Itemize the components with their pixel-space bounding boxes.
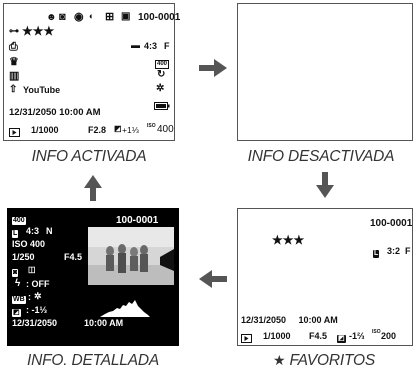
metering-icon: ◙ bbox=[12, 268, 19, 277]
rating-stars: ★★★ bbox=[22, 24, 55, 38]
info-off-screen bbox=[237, 3, 413, 141]
aperture: F2.8 bbox=[88, 125, 107, 135]
aperture: F4.5 bbox=[64, 252, 83, 262]
photo-thumbnail bbox=[88, 227, 174, 285]
wb-value: : bbox=[28, 292, 31, 302]
frame-number: 100-0001 bbox=[116, 215, 159, 226]
caption-favorites-text: FAVORITOS bbox=[289, 352, 375, 369]
in-icon: ▣ bbox=[121, 11, 131, 22]
size-ratio: 3:2 bbox=[387, 246, 401, 256]
iso-line: ISO 400 bbox=[12, 239, 46, 249]
quality: F bbox=[405, 246, 411, 256]
quality: F bbox=[164, 41, 170, 51]
exposure-comp: +1⅓ bbox=[122, 125, 139, 135]
iso-value: 200 bbox=[381, 331, 397, 341]
protect-icon: ⊶ bbox=[9, 26, 19, 37]
grid-icon: ⊞ bbox=[105, 11, 115, 23]
shutter: 1/250 bbox=[12, 252, 35, 262]
arrow-left-icon bbox=[199, 270, 227, 288]
datetime: 12/31/2050 10:00 AM bbox=[9, 107, 101, 118]
share-label: YouTube bbox=[23, 85, 61, 95]
aperture: F4.5 bbox=[309, 331, 328, 341]
caption-info-on: INFO ACTIVADA bbox=[31, 148, 147, 165]
battery-icon bbox=[154, 98, 170, 114]
iso-badge: 400 bbox=[155, 60, 170, 70]
flash-icon: ϟ bbox=[15, 278, 21, 289]
arrow-up-icon bbox=[84, 175, 102, 201]
voice-memo-icon: ♛ bbox=[9, 56, 19, 68]
share-icon: ⇧ bbox=[9, 84, 18, 95]
iso-badge: 400 bbox=[12, 216, 26, 225]
iso-prefix: ISO bbox=[372, 329, 381, 335]
wb-icon: ✲ bbox=[34, 291, 42, 301]
image-size-icon: L bbox=[373, 249, 380, 258]
play-icon bbox=[241, 331, 252, 347]
print-icon: ⎙ bbox=[9, 41, 18, 53]
face-detect-icon: ☻ bbox=[46, 12, 57, 23]
shutter: 1/1000 bbox=[263, 331, 291, 341]
size-ratio: 4:3 bbox=[26, 226, 40, 236]
rating-stars: ★★★ bbox=[272, 233, 305, 247]
image-size-icon: L bbox=[12, 229, 19, 238]
size-ratio: 4:3 bbox=[144, 41, 158, 51]
wb-icon: ✲ bbox=[156, 83, 165, 94]
iso-prefix: ISO bbox=[147, 123, 156, 129]
exposure-comp: -1⅔ bbox=[349, 331, 365, 341]
time: 10:00 AM bbox=[84, 318, 124, 328]
dynamic-range-icon: ◐ bbox=[89, 11, 95, 21]
star-icon: ★ bbox=[273, 352, 286, 368]
detail-screen: 400 100-0001 L 4:3 N ISO 400 1/250 F4.5 … bbox=[7, 208, 179, 346]
frame-number: 100-0001 bbox=[138, 12, 181, 23]
arrow-down-icon bbox=[316, 172, 334, 198]
info-on-screen: ☻ ◙ ◉ ◐ ⊞ ▣ 100-0001 ⊶ ★★★ ⎙ ▬ 4:3 F ♛ 4… bbox=[3, 3, 180, 141]
favorites-screen: 100-0001 ★★★ L 3:2 F 12/31/2050 10:00 AM… bbox=[237, 208, 413, 346]
iso-value: 400 bbox=[157, 124, 174, 135]
arrow-right-icon bbox=[199, 59, 227, 77]
rotate-icon: ↻ bbox=[157, 69, 166, 80]
shutter: 1/1000 bbox=[31, 125, 59, 135]
wb-badge: WB bbox=[12, 295, 26, 304]
exposure-comp: : -1⅓ bbox=[26, 305, 48, 315]
film-sim-icon: ◉ bbox=[74, 11, 84, 23]
caption-detail: INFO. DETALLADA bbox=[27, 352, 159, 369]
image-size-icon: ▬ bbox=[131, 40, 140, 50]
exposure-comp-icon: ◩ bbox=[337, 334, 346, 343]
play-icon bbox=[9, 125, 20, 141]
datetime: 12/31/2050 10:00 AM bbox=[241, 315, 338, 325]
histogram bbox=[100, 297, 150, 317]
caption-favorites: ★ FAVORITOS bbox=[232, 352, 416, 370]
date: 12/31/2050 bbox=[12, 318, 58, 328]
film-sim-icon: ◫ bbox=[28, 265, 36, 274]
red-eye-icon: ◙ bbox=[59, 11, 66, 23]
exposure-comp-icon: ◩ bbox=[114, 124, 122, 133]
caption-info-off: INFO DESACTIVADA bbox=[247, 148, 395, 165]
quality: N bbox=[46, 226, 53, 236]
exposure-comp-icon: ◩ bbox=[12, 308, 21, 317]
frame-number: 100-0001 bbox=[370, 218, 413, 229]
flash-value: : OFF bbox=[26, 279, 50, 289]
photobook-icon: ▥ bbox=[9, 70, 20, 82]
